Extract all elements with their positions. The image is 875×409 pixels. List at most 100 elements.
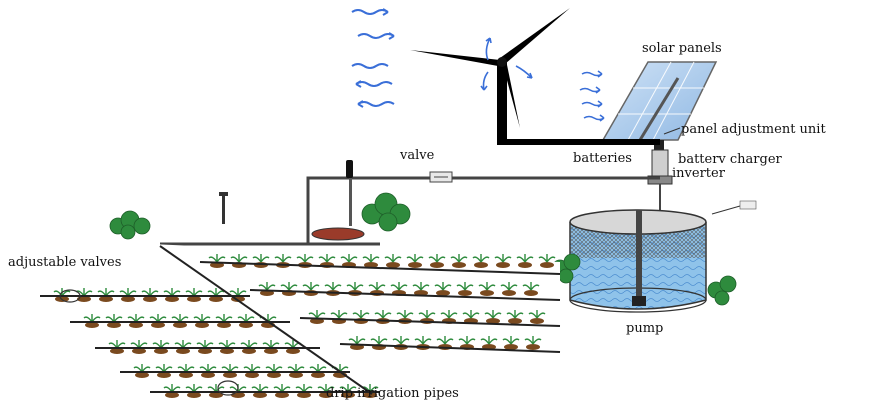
crop-plant (339, 384, 357, 393)
soil-mound (341, 392, 355, 398)
soil-mound (480, 290, 494, 296)
distribution-tray (311, 227, 365, 241)
soil-mound (452, 262, 466, 268)
crop-plant (340, 254, 358, 263)
crop-plant (462, 310, 480, 319)
wind-flow-arrows-right (579, 70, 605, 122)
crop-plant (273, 384, 291, 393)
soil-mound (242, 348, 256, 354)
crop-plant (458, 336, 476, 345)
label-inverter: inverter (672, 166, 726, 181)
shrub-left (109, 210, 151, 240)
crop-plant (296, 254, 314, 263)
crop-plant (472, 254, 490, 263)
crop-plant (370, 336, 388, 345)
crop-plant (141, 288, 159, 297)
crop-plant (528, 310, 546, 319)
crop-plant (215, 314, 233, 323)
crop-plant (230, 254, 248, 263)
panel-adjustment-unit (654, 127, 681, 156)
label-adjustable-valves: adjustable valves (8, 255, 121, 270)
soil-mound (504, 344, 518, 350)
crop-plant (317, 384, 335, 393)
soil-mound (195, 322, 209, 328)
soil-mound (107, 322, 121, 328)
crop-plant (229, 288, 247, 297)
crop-plant (308, 310, 326, 319)
crop-plant (368, 282, 386, 291)
crop-plant (522, 282, 540, 291)
crop-plant (524, 336, 542, 345)
soil-mound (151, 322, 165, 328)
tank-lid-tag (711, 200, 757, 215)
crop-plant (362, 254, 380, 263)
crop-plant (346, 282, 364, 291)
soil-mound (165, 392, 179, 398)
soil-mound (143, 296, 157, 302)
adjustable-valve-icons (59, 289, 239, 396)
soil-mound (223, 372, 237, 378)
soil-mound (198, 348, 212, 354)
crop-plant (500, 282, 518, 291)
crop-plant (127, 314, 145, 323)
crop-plant (309, 364, 327, 373)
pipe-post (346, 160, 353, 226)
soil-mound (386, 262, 400, 268)
soil-mound (209, 296, 223, 302)
soil-mound (286, 348, 300, 354)
crop-plant (374, 310, 392, 319)
crop-plant (287, 364, 305, 373)
label-valve: valve (399, 148, 435, 163)
soil-mound (524, 290, 538, 296)
crop-plant (324, 282, 342, 291)
crop-plant (185, 288, 203, 297)
label-batteries: batteries (573, 151, 632, 166)
crop-plant (440, 310, 458, 319)
crop-plant (196, 340, 214, 349)
crop-plant (302, 282, 320, 291)
crop-plant (390, 282, 408, 291)
valve-icon (429, 171, 453, 183)
soil-mound (99, 296, 113, 302)
soil-mound (77, 296, 91, 302)
soil-mound (154, 348, 168, 354)
soil-mound (297, 392, 311, 398)
shrub-center (361, 192, 411, 232)
label-solar-panels: solar panels (642, 41, 722, 56)
crop-plant (450, 254, 468, 263)
soil-mound (245, 372, 259, 378)
soil-mound (165, 296, 179, 302)
crop-plant (207, 384, 225, 393)
soil-mound (157, 372, 171, 378)
soil-mound (275, 392, 289, 398)
crop-plant (330, 310, 348, 319)
crop-plant (484, 310, 502, 319)
soil-mound (239, 322, 253, 328)
soil-mound (132, 348, 146, 354)
crop-plant (502, 336, 520, 345)
soil-mound (508, 318, 522, 324)
crop-plant (274, 254, 292, 263)
soil-mound (436, 290, 450, 296)
crop-plant (414, 336, 432, 345)
crop-plant (174, 340, 192, 349)
field-post (219, 192, 228, 224)
soil-mound (217, 322, 231, 328)
crop-plant (280, 282, 298, 291)
crop-plant (208, 254, 226, 263)
soil-mound (187, 392, 201, 398)
crop-plant (412, 282, 430, 291)
crop-plant (83, 314, 101, 323)
crop-plant (456, 282, 474, 291)
crop-plant (177, 364, 195, 373)
crop-plant (130, 340, 148, 349)
crop-plant (218, 340, 236, 349)
soil-mound (311, 372, 325, 378)
soil-mound (289, 372, 303, 378)
crop-plant (240, 340, 258, 349)
crop-plant (494, 254, 512, 263)
soil-mound (85, 322, 99, 328)
label-panel-adjustment-unit: panel adjustment unit (681, 122, 826, 137)
crop-plant (352, 310, 370, 319)
